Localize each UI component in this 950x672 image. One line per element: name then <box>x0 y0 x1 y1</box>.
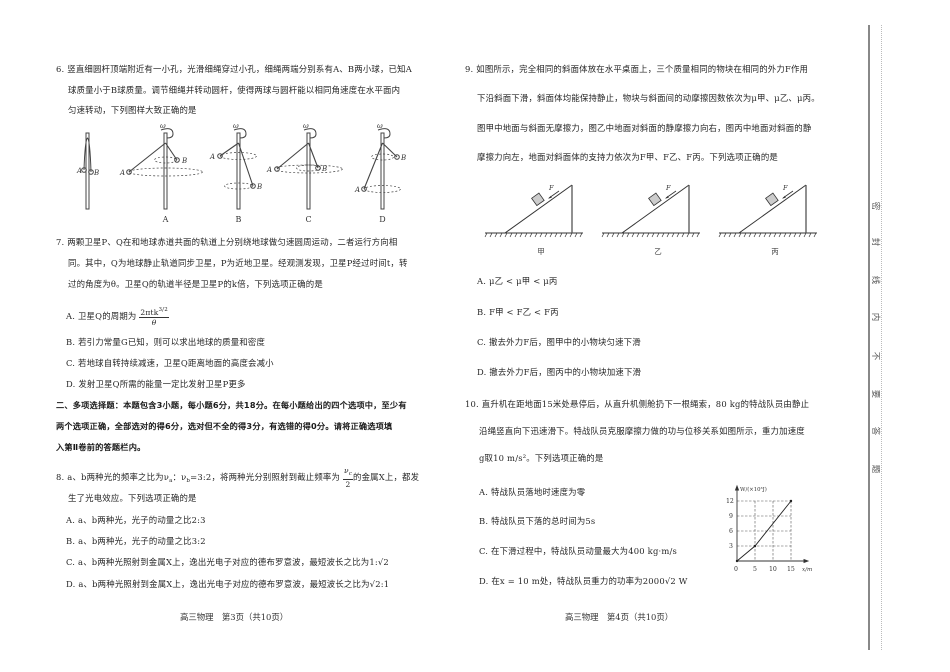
q6-figure-label-b: B <box>236 215 242 224</box>
section2-line-3: 入第Ⅱ卷前的答题栏内。 <box>56 442 146 452</box>
chart-ytick-6: 6 <box>729 528 733 535</box>
svg-text:B: B <box>256 183 262 191</box>
q10-option-c: C. 在下滑过程中，特战队员动量最大为400 kg·m/s <box>479 546 678 556</box>
q9-option-d: D. 撤去外力F后，图丙中的小物块加速下滑 <box>477 367 642 377</box>
q8-option-b: B. a、b两种光，光子的动量之比3:2 <box>66 536 206 546</box>
section2-line-2: 两个选项正确，全部选对的得6分，选对但不全的得3分，有选错的得0分。请将正确选项… <box>56 421 393 431</box>
q9-figure-label-bing: 丙 <box>771 247 779 256</box>
chart-ytick-3: 3 <box>729 543 733 550</box>
exam-page-3: 6. 竖直细圆杆顶端附近有一小孔，光滑细绳穿过小孔，细绳两端分别系有A、B两小球… <box>0 0 455 672</box>
q8-option-d: D. a、b两种光照射到金属X上，逸出光电子对应的德布罗意波，最短波长之比为√2… <box>66 579 390 589</box>
binding-char-2: 封 <box>870 237 880 247</box>
q7-line-2: 同。其中，Q为地球静止轨道同步卫星，P为近地卫星。经观测发现，卫星P经过时间t，… <box>68 258 408 268</box>
q8-cutoff-frequency: νc 2 <box>342 466 353 489</box>
q7-line-3: 过的角度为θ。卫星Q的轨道半径是卫星P的k倍，下列选项正确的是 <box>68 279 323 289</box>
binding-dotted-line <box>881 25 882 650</box>
binding-char-3: 线 <box>870 275 880 285</box>
chart-ylabel: W/(×10³J) <box>740 486 767 493</box>
q10-work-displacement-chart: W/(×10³J) 12 9 6 3 0 5 10 15 x/m <box>726 484 812 573</box>
q6-line-1: 6. 竖直细圆杆顶端附近有一小孔，光滑细绳穿过小孔，细绳两端分别系有A、B两小球… <box>56 64 412 74</box>
q9-option-c: C. 撤去外力F后，图甲中的小物块匀速下滑 <box>477 337 641 347</box>
q9-figure-label-jia: 甲 <box>537 247 545 256</box>
q10-line-3: g取10 m/s²。下列选项正确的是 <box>479 453 604 463</box>
binding-char-6: 要 <box>870 389 880 399</box>
q7-option-d: D. 发射卫星Q所需的能量一定比发射卫星P更多 <box>66 379 246 389</box>
chart-xtick-10: 10 <box>769 566 777 573</box>
binding-char-5: 不 <box>870 351 880 361</box>
svg-text:A: A <box>354 186 360 194</box>
svg-text:B: B <box>181 157 187 165</box>
q10-line-1: 10. 直升机在距地面15米处悬停后，从直升机侧舱扔下一根绳索，80 kg的特战… <box>465 399 810 409</box>
q9-line-4: 摩擦力向左，地面对斜面体的支持力依次为F甲、F乙、F丙。下列选项正确的是 <box>477 152 779 162</box>
binding-char-1: 密 <box>870 201 880 211</box>
chart-ytick-12: 12 <box>726 498 734 505</box>
q6-line-2: 球质量小于B球质量。调节细绳并转动圆杆，使得两球与圆杆能以相同角速度在水平面内 <box>68 85 401 95</box>
chart-xlabel: x/m <box>802 567 812 573</box>
footer-page-4: 高三物理 第4页（共10页） <box>565 612 674 622</box>
chart-ytick-9: 9 <box>729 513 733 520</box>
chart-xtick-0: 0 <box>734 566 738 573</box>
svg-text:ω: ω <box>233 122 239 130</box>
chart-xtick-5: 5 <box>753 566 757 573</box>
q6-figure-label-d: D <box>379 215 385 224</box>
svg-text:ω: ω <box>303 122 309 130</box>
svg-text:A: A <box>209 153 215 161</box>
q6-figure-label-c: C <box>305 215 311 224</box>
svg-text:ω: ω <box>160 122 166 130</box>
q9-incline-figures: F 甲 乙 丙 <box>484 183 818 256</box>
q8-option-a: A. a、b两种光，光子的动量之比2:3 <box>66 515 206 525</box>
binding-char-7: 答 <box>870 426 880 436</box>
q6-figure-label-a: A <box>162 215 169 224</box>
q7-option-a: A. 卫星Q的周期为 2πtk3/2 θ <box>66 306 169 327</box>
q6-line-3: 匀速转动，下列图样大致正确的是 <box>68 105 197 115</box>
q6-figures: A B ωA B ωA B ωA B ωA B A B C D <box>76 122 406 224</box>
q9-option-a: A. μ乙 < μ甲 < μ丙 <box>477 276 558 286</box>
svg-text:B: B <box>321 165 327 173</box>
q7-option-a-formula: 2πtk3/2 θ <box>139 307 169 327</box>
svg-text:ω: ω <box>377 122 383 130</box>
q10-option-b: B. 特战队员下落的总时间为5s <box>479 516 596 526</box>
q8-option-c: C. a、b两种光照射到金属X上，逸出光电子对应的德布罗意波，最短波长之比为1:… <box>66 557 389 567</box>
q7-option-a-text: A. 卫星Q的周期为 <box>66 311 137 321</box>
q8-line-2: 生了光电效应。下列选项正确的是 <box>68 493 197 503</box>
q9-line-2: 下沿斜面下滑，斜面体均能保持静止，物块与斜面间的动摩擦因数依次为μ甲、μ乙、μ丙… <box>477 93 820 103</box>
chart-xtick-15: 15 <box>787 566 795 573</box>
q8-line-1: 8. a、b两种光的频率之比为νa：νb=3:2，将两种光分别照射到截止频率为 … <box>56 466 420 489</box>
q9-figure-label-yi: 乙 <box>654 247 662 256</box>
q7-option-b: B. 若引力常量G已知，则可以求出地球的质量和密度 <box>66 337 266 347</box>
q10-option-a: A. 特战队员落地时速度为零 <box>479 487 586 497</box>
q7-option-c: C. 若地球自转持续减速，卫星Q距离地面的高度会减小 <box>66 358 274 368</box>
svg-text:A: A <box>76 167 82 175</box>
svg-text:A: A <box>119 169 125 177</box>
q9-line-3: 图甲中地面与斜面无摩擦力，图乙中地面对斜面的静摩擦力向右，图丙中地面对斜面的静 <box>477 123 812 133</box>
svg-text:B: B <box>93 169 99 177</box>
footer-page-3: 高三物理 第3页（共10页） <box>180 612 289 622</box>
svg-text:A: A <box>266 166 272 174</box>
section2-line-1: 二、多项选择题：本题包含3小题，每小题6分，共18分。在每小题给出的四个选项中，… <box>56 400 407 410</box>
binding-char-4: 内 <box>870 312 880 322</box>
binding-line <box>868 25 870 650</box>
q7-line-1: 7. 两颗卫星P、Q在和地球赤道共面的轨道上分别绕地球做匀速圆周运动，二者运行方… <box>56 237 398 247</box>
q10-line-2: 沿绳竖直向下迅速滑下。特战队员克服摩擦力做的功与位移关系如图所示，重力加速度 <box>479 426 805 436</box>
svg-text:B: B <box>400 154 406 162</box>
q9-line-1: 9. 如图所示，完全相同的斜面体放在水平桌面上，三个质量相同的物块在相同的外力F… <box>465 64 809 74</box>
q10-option-d: D. 在x = 10 m处，特战队员重力的功率为2000√2 W <box>479 576 688 586</box>
exam-page-4: 9. 如图所示，完全相同的斜面体放在水平桌面上，三个质量相同的物块在相同的外力F… <box>455 0 855 672</box>
binding-char-8: 题 <box>870 464 880 474</box>
q9-option-b: B. F甲 < F乙 < F丙 <box>477 307 559 317</box>
